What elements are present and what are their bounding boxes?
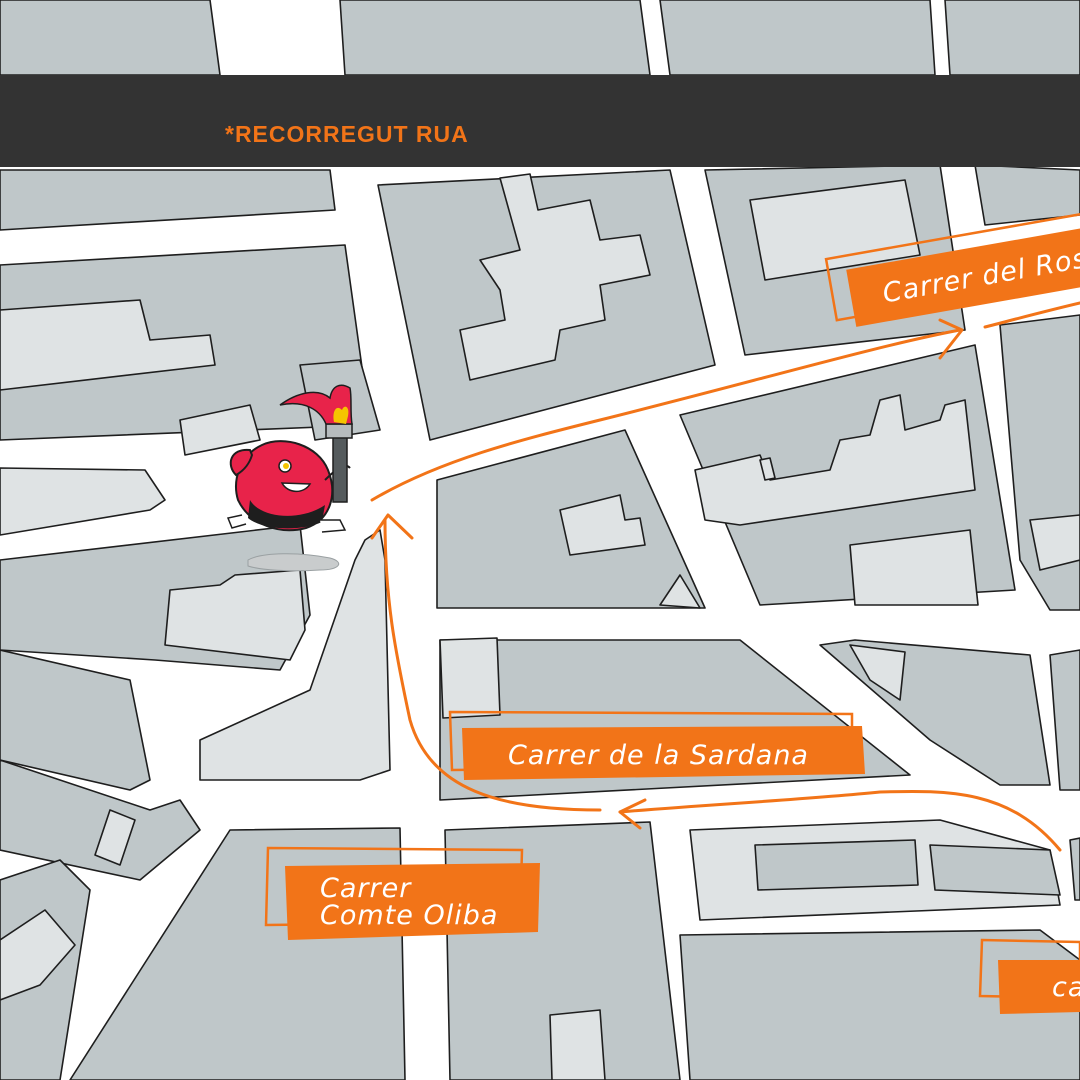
street-name-oliba-2: Comte Oliba — [320, 900, 498, 931]
street-name-edge: ca — [1052, 972, 1080, 1003]
street-label-edge: ca — [978, 938, 1080, 1014]
page-title: *RECORREGUT RUA — [225, 121, 469, 147]
parade-route — [370, 301, 1080, 852]
header-bar — [0, 75, 1080, 167]
street-label-oliba: Carrer Comte Oliba — [264, 846, 540, 940]
street-name-sardana: Carrer de la Sardana — [508, 740, 809, 771]
torch-mascot-icon — [226, 384, 353, 572]
street-name-oliba-1: Carrer — [320, 873, 412, 904]
street-label-sardana: Carrer de la Sardana — [448, 710, 865, 780]
